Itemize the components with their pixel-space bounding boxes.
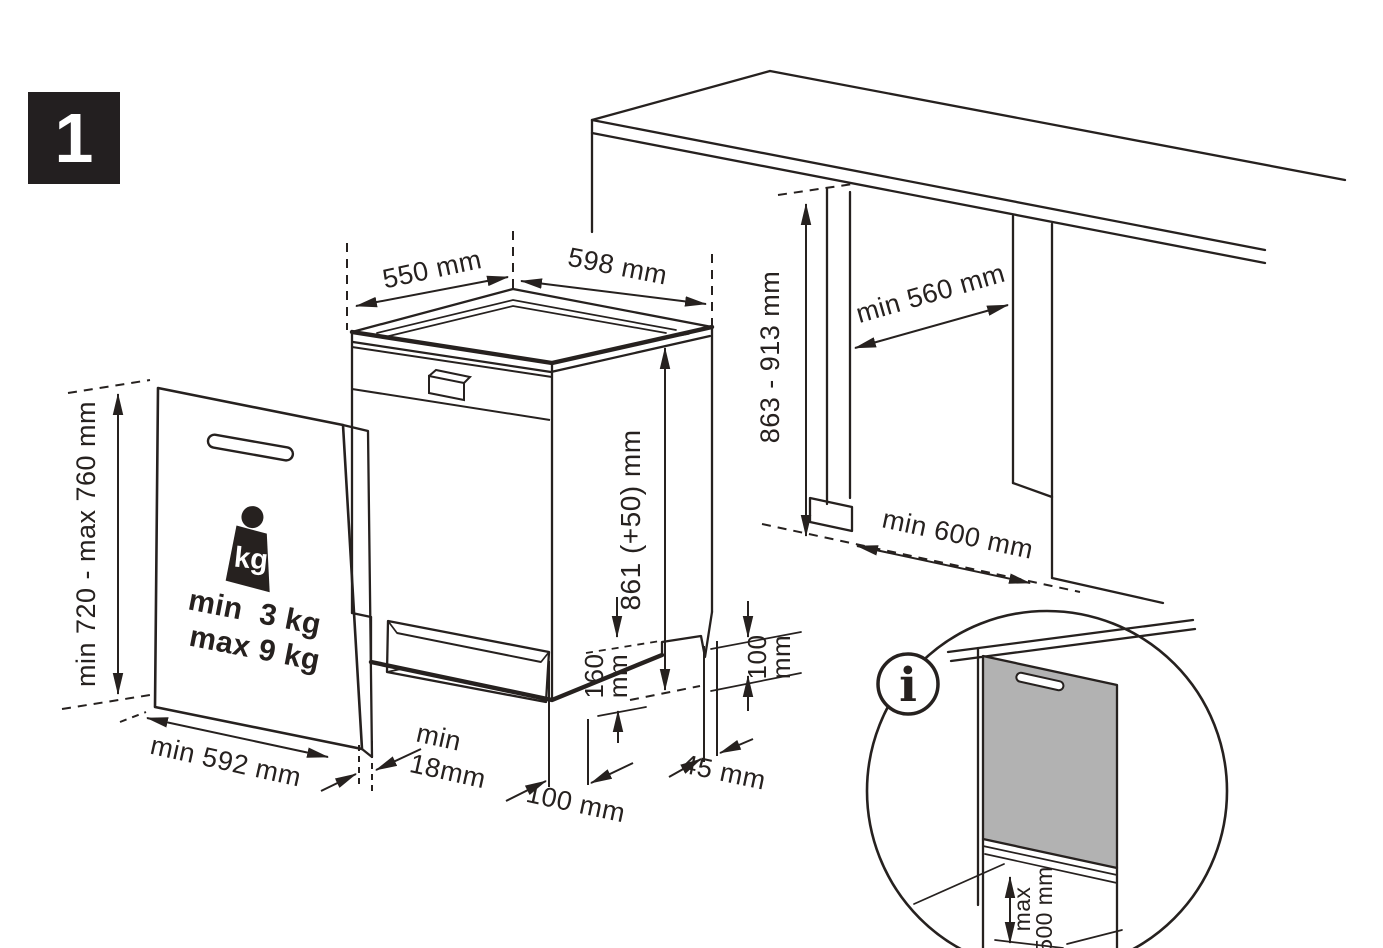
inset-max-label-2: 500 mm	[1031, 866, 1057, 948]
inset-floor-leader-1	[913, 863, 1005, 905]
kg-icon-knob	[241, 506, 264, 529]
dim-rear-num: 100	[742, 635, 772, 680]
dim-plinth-num: 160	[579, 654, 609, 699]
dim-plinth-unit: mm	[603, 654, 633, 698]
door-panel-side	[341, 423, 374, 759]
info-icon	[876, 652, 940, 716]
dim-side-arrow-left	[668, 758, 702, 778]
inset-shelf-line-2	[949, 627, 1197, 663]
panel-width-label: min 592 mm	[148, 730, 304, 793]
panel-height-label: min 720 - max 760 mm	[71, 401, 101, 687]
step-badge: 1	[28, 92, 120, 184]
dim-setback-label: 100 mm	[524, 778, 629, 828]
niche-top-dashed-line	[777, 183, 854, 196]
bottom-heavy-edge	[368, 652, 665, 703]
control-band-top	[351, 346, 553, 378]
step-number: 1	[55, 99, 94, 177]
inset-door-handle	[1015, 671, 1065, 692]
dim-front-width-arrow	[519, 278, 708, 307]
plinth-panel-top	[396, 632, 542, 663]
top-face-inner-rim-1	[376, 299, 677, 334]
right-panel-bottom-edge	[1011, 481, 1054, 499]
inset-panel-bottom-line-1	[982, 845, 1118, 876]
door-latch-top	[428, 368, 473, 384]
niche-height-label: 863 - 913 mm	[755, 271, 785, 444]
dim-top-depth-arrow	[354, 275, 510, 308]
dim-rear-tick-top	[710, 631, 802, 650]
dim-plinth-ext	[585, 640, 661, 654]
inset-max-label-1: max	[1009, 887, 1035, 932]
inset-floor-leader-3	[1066, 929, 1123, 945]
niche-width-arrow	[855, 545, 1032, 584]
panel-thick-arrow-right	[375, 748, 422, 771]
kg-icon: kg	[225, 506, 270, 593]
niche-depth-label: min 560 mm	[853, 258, 1009, 329]
top-face-inner-rim-2	[384, 305, 667, 338]
dim-height-ext-top	[648, 332, 694, 342]
control-band-bottom	[351, 388, 551, 421]
panel-width-ext-left	[119, 711, 147, 723]
plinth-panel-corners	[386, 620, 550, 703]
counter-front-top-edge	[590, 118, 1267, 252]
dim-front-width-label: 598 mm	[566, 242, 670, 291]
dim-top-depth-label: 550 mm	[380, 244, 485, 294]
left-panel-foot	[808, 496, 854, 533]
step-badge-box	[28, 92, 120, 184]
dim-side-label: 45 mm	[679, 749, 768, 796]
kg-icon-body	[225, 525, 270, 593]
counter-front-bottom-edge	[590, 131, 1267, 265]
info-inset: i max 500 mm	[865, 609, 1229, 948]
niche-depth-arrow	[853, 304, 1010, 349]
dim-setback-arrow-right	[590, 762, 634, 784]
kg-icon-label: kg	[233, 541, 270, 576]
panel-thick-arrow-left	[320, 773, 357, 792]
door-latch	[428, 374, 465, 402]
plinth-recess-opening	[385, 619, 551, 704]
floor-line	[1050, 576, 1165, 605]
door-panel-drawing: kg min 3 kg max 9 kg min 720 - max 760 m…	[61, 379, 489, 794]
dim-side-arrow-right	[719, 738, 754, 754]
inset-panel-bottom-line-2	[984, 853, 1118, 884]
info-icon-glyph: i	[899, 658, 917, 713]
dim-plinth-tick	[597, 706, 647, 717]
dim-rear-tick-bottom	[710, 672, 802, 692]
dim-rear-unit: mm	[766, 635, 796, 679]
panel-height-ext-top	[67, 379, 151, 394]
dim-height-label: 861 (+50) mm	[615, 429, 646, 610]
panel-height-ext-bottom	[61, 694, 151, 710]
panel-thick-label-2: 18mm	[407, 748, 489, 794]
dim-height-ext-bottom	[629, 685, 701, 701]
panel-width-arrow	[145, 717, 330, 758]
counter-left-edge	[590, 69, 772, 122]
door-panel-handle	[206, 433, 295, 462]
inset-shelf-line-1	[946, 618, 1195, 654]
inset-circle	[865, 609, 1229, 948]
dim-setback-arrow-left	[505, 780, 547, 802]
counter-back-edge	[768, 69, 1347, 182]
